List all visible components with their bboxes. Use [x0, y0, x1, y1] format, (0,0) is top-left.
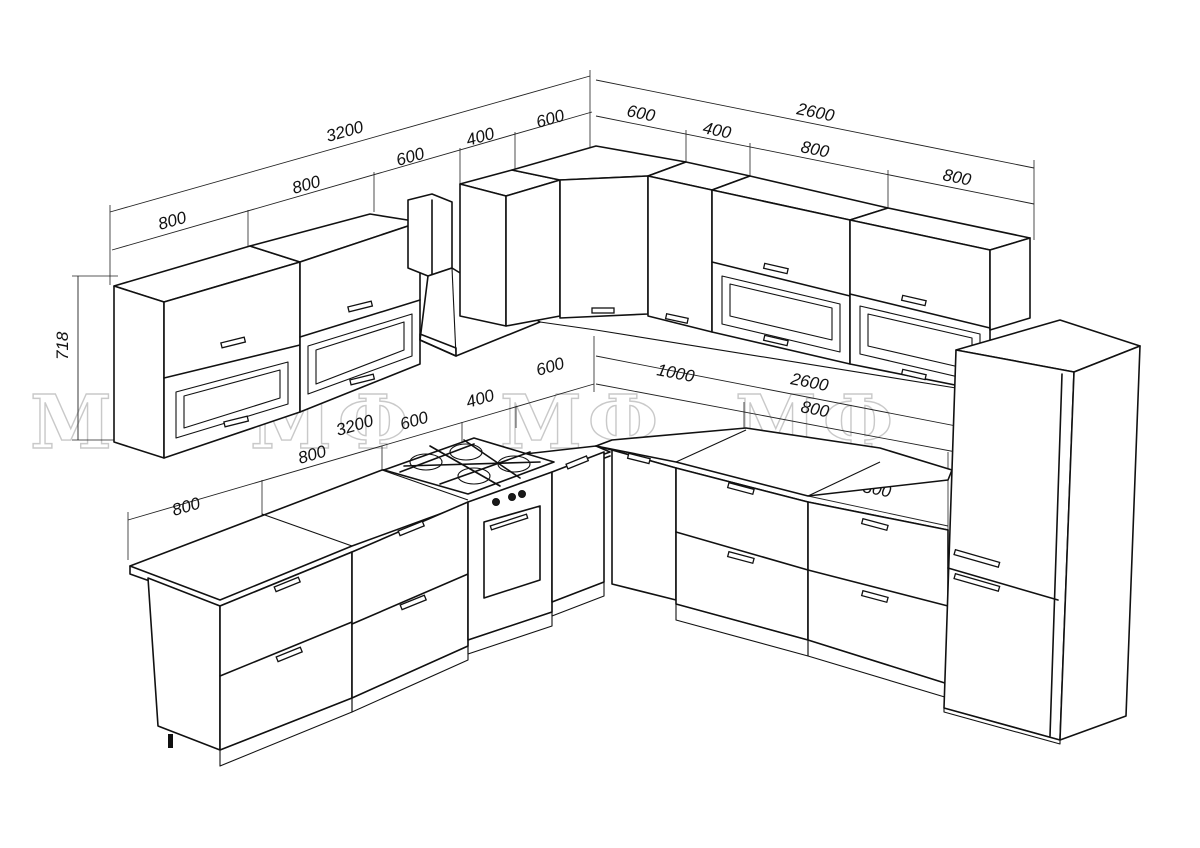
handle-icon: [220, 336, 247, 349]
dim-label-upper-left-seg-2: 800: [290, 172, 323, 198]
base-cabinet-4: [675, 467, 809, 657]
dim-label-lower-left-seg-4: 400: [464, 385, 497, 411]
oven-handle-icon: [489, 513, 529, 531]
base-cabinet-1: [147, 551, 353, 767]
handle-icon: [399, 594, 428, 611]
handle-icon: [664, 312, 689, 324]
handle-icon: [273, 576, 302, 593]
wall-cabinet-corner: [511, 145, 687, 319]
handle-icon: [860, 517, 889, 532]
dim-line-upper-left-total: [109, 75, 591, 213]
dim-line-upper-left-segments: [111, 111, 593, 251]
dim-line-upper-right-segments: [595, 115, 1035, 205]
handle-icon: [223, 415, 250, 428]
dim-label-lower-left-seg-5: 600: [534, 353, 567, 379]
handle-icon: [726, 550, 755, 565]
base-cabinet-corner: [611, 449, 677, 601]
wall-line: [539, 321, 957, 389]
dim-line-lower-right-short: [807, 495, 949, 527]
dim-label-upper-right-seg-2: 400: [701, 118, 733, 142]
dim-label-height: 718: [53, 331, 72, 360]
oven-door: [483, 505, 541, 599]
hob-top: [383, 437, 555, 495]
handle-icon: [347, 300, 374, 313]
handle-icon: [565, 455, 590, 470]
dim-label-upper-right-seg-1: 600: [625, 101, 657, 125]
dim-label-upper-left-seg-5: 600: [534, 106, 567, 132]
handle-icon: [726, 481, 755, 496]
handle-icon: [626, 452, 651, 465]
wall-cabinet-2: [249, 213, 421, 413]
handle-icon: [397, 520, 426, 537]
handle-icon: [860, 589, 889, 604]
dim-label-upper-left-seg-1: 800: [156, 208, 189, 234]
wall-cabinet-1: [113, 245, 301, 459]
oven-cabinet: [383, 437, 555, 655]
base-cabinet-3: [551, 451, 605, 617]
knob-icon: [492, 498, 500, 506]
knob-icon: [518, 490, 526, 498]
wall-cabinet-3: [459, 169, 561, 327]
upper-cabinets: [113, 145, 1031, 459]
dim-line-upper-right-total: [595, 79, 1035, 169]
wall-cabinet-6: [849, 207, 1031, 393]
dim-line-lower-right-segments: [595, 383, 957, 453]
handle-icon: [900, 368, 927, 381]
dim-label-upper-left-seg-4: 400: [464, 124, 497, 150]
handle-icon: [900, 294, 927, 307]
handle-icon: [591, 307, 615, 314]
lower-cabinets: [129, 427, 953, 767]
lower-dimension-lines: [127, 336, 1019, 560]
dim-label-lower-left-seg-1: 800: [170, 493, 203, 519]
fridge-handle-icon: [953, 548, 1001, 569]
base-cabinet-5: [807, 501, 949, 699]
dim-line-lower-right-total: [595, 355, 1019, 439]
cabinet-leg: [168, 734, 173, 748]
handle-icon: [762, 262, 789, 275]
upper-dimension-lines: [72, 70, 1035, 441]
handle-icon: [762, 334, 789, 347]
handle-icon: [275, 646, 304, 663]
dim-label-upper-left-seg-3: 600: [394, 144, 427, 170]
burner-grates: [399, 439, 541, 487]
knob-icon: [508, 493, 516, 501]
refrigerator: [943, 319, 1141, 745]
handle-icon: [349, 373, 376, 386]
freezer-handle-icon: [953, 572, 1001, 593]
